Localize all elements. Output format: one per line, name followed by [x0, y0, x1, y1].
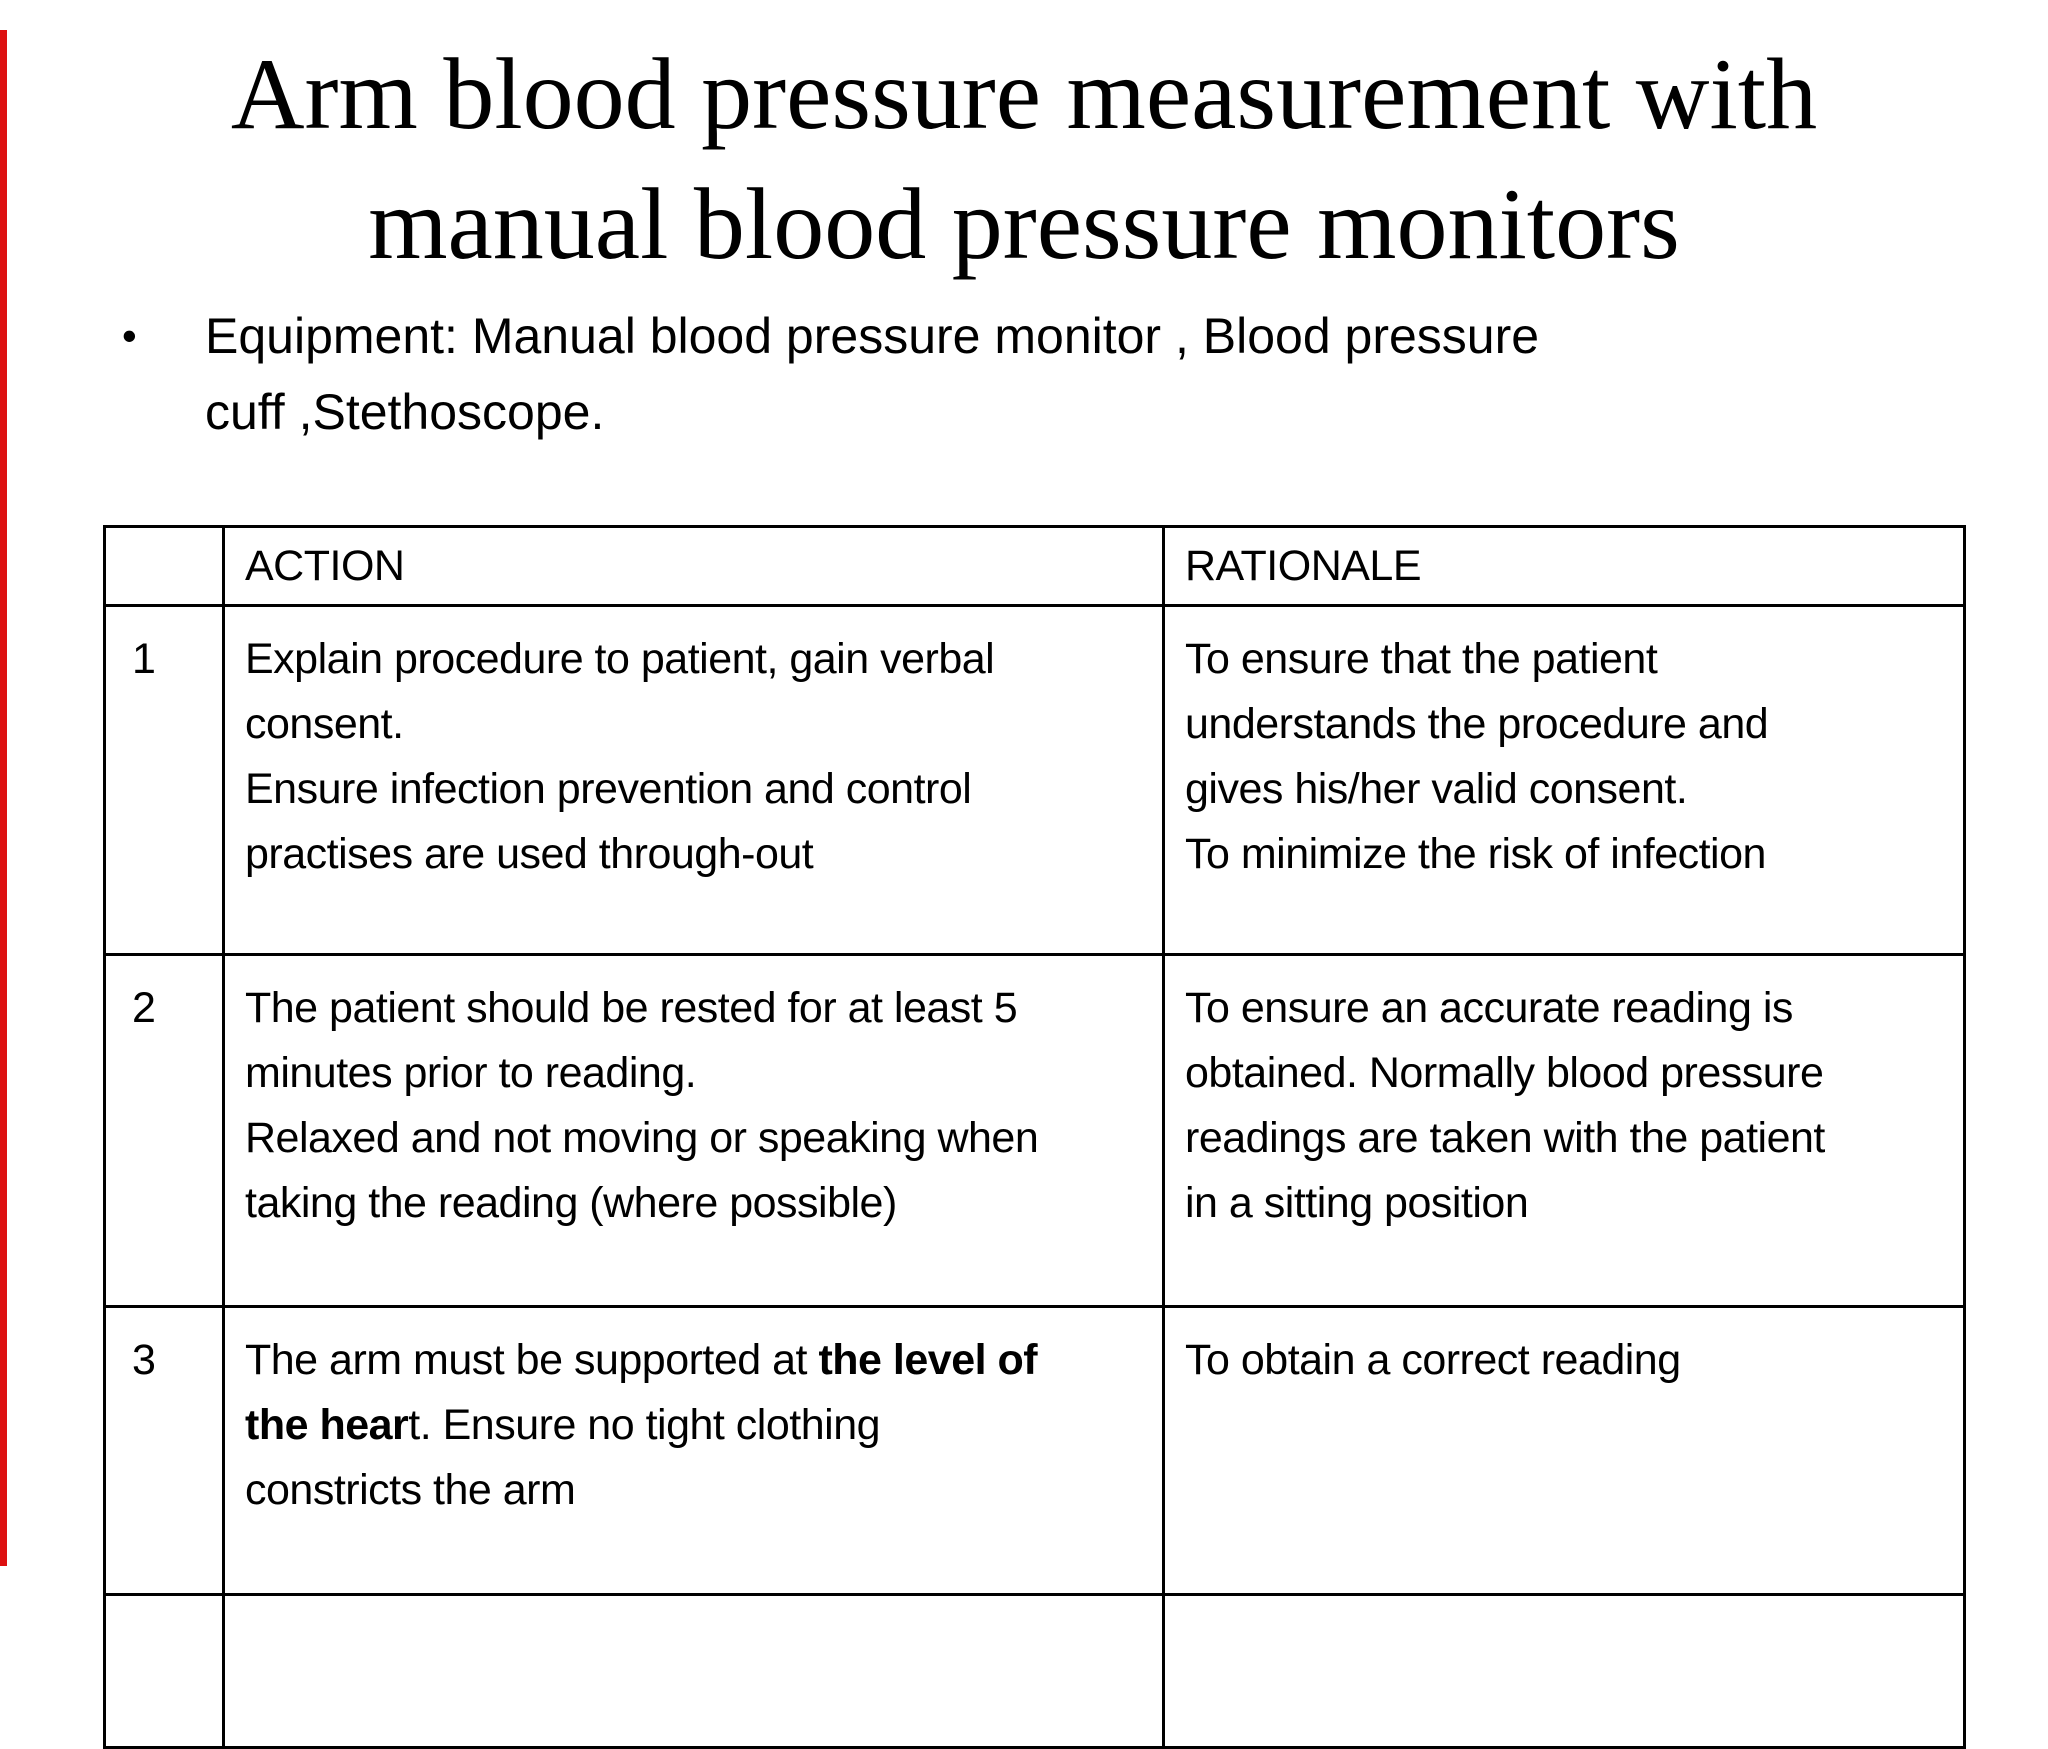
- table-row-3: 3 The arm must be supported at the level…: [103, 1305, 1966, 1596]
- bullet-text: Equipment: Manual blood pressure monitor…: [205, 298, 2048, 450]
- action-cell: The patient should be rested for at leas…: [222, 953, 1165, 1308]
- bullet-marker-icon: •: [122, 312, 137, 359]
- bullet-line-2: cuff ,Stethoscope.: [205, 384, 605, 440]
- bullet-line-1: Equipment: Manual blood pressure monitor…: [205, 308, 1540, 364]
- header-number-cell: [103, 525, 225, 607]
- left-edge-stripe: [0, 30, 7, 1566]
- rationale-cell: [1162, 1593, 1966, 1749]
- rationale-cell: To ensure an accurate reading is obtaine…: [1162, 953, 1966, 1308]
- slide-title: Arm blood pressure measurement with manu…: [0, 30, 2048, 290]
- table-row-1: 1 Explain procedure to patient, gain ver…: [103, 604, 1966, 956]
- table-row-4: [103, 1593, 1966, 1749]
- row-number-cell: 1: [103, 604, 225, 956]
- table-row-2: 2 The patient should be rested for at le…: [103, 953, 1966, 1308]
- title-line-2: manual blood pressure monitors: [368, 168, 1680, 281]
- action-cell: [222, 1593, 1165, 1749]
- row-number-cell: [103, 1593, 225, 1749]
- header-action-cell: ACTION: [222, 525, 1165, 607]
- row-number-cell: 2: [103, 953, 225, 1308]
- procedure-table: ACTION RATIONALE 1 Explain procedure to …: [103, 525, 1966, 1749]
- table-header-row: ACTION RATIONALE: [103, 525, 1966, 607]
- slide: Arm blood pressure measurement with manu…: [0, 30, 2048, 1749]
- rationale-cell: To ensure that the patient understands t…: [1162, 604, 1966, 956]
- title-line-1: Arm blood pressure measurement with: [230, 38, 1818, 151]
- rationale-cell: To obtain a correct reading: [1162, 1305, 1966, 1596]
- bullet-item: • Equipment: Manual blood pressure monit…: [0, 298, 2048, 450]
- row-number-cell: 3: [103, 1305, 225, 1596]
- header-rationale-cell: RATIONALE: [1162, 525, 1966, 607]
- action-cell: Explain procedure to patient, gain verba…: [222, 604, 1165, 956]
- action-cell: The arm must be supported at the level o…: [222, 1305, 1165, 1596]
